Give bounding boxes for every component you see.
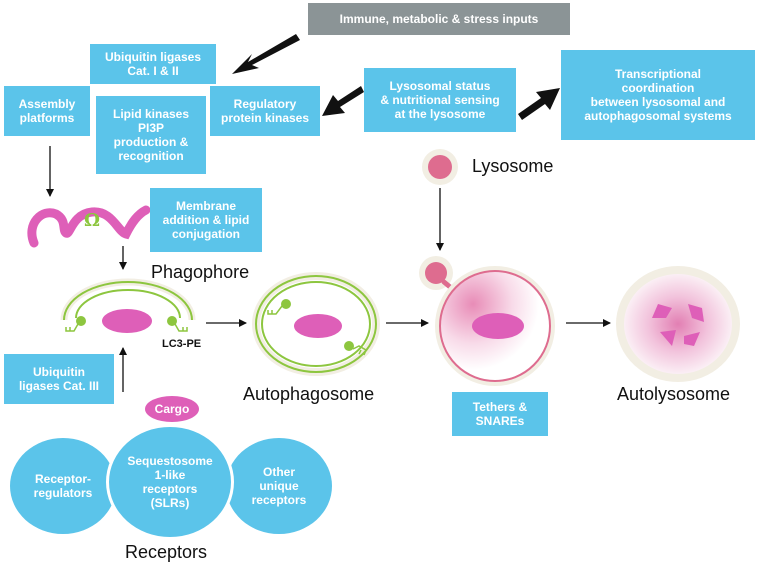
lipid-kinases-box: Lipid kinases PI3P production & recognit… <box>96 96 206 174</box>
inputs-box: Immune, metabolic & stress inputs <box>308 3 570 35</box>
lysosomal-to-transcription-arrow <box>518 88 560 120</box>
sequestosome-receptors-bubble: Sequestosome 1-like receptors (SLRs) <box>106 424 234 540</box>
phagophore <box>60 278 196 333</box>
lysosome-label: Lysosome <box>472 156 554 176</box>
membrane-addition-box: Membrane addition & lipid conjugation <box>150 188 262 252</box>
cargo-badge: Cargo <box>145 396 199 422</box>
receptors-label: Receptors <box>125 542 208 562</box>
fusion-drawing <box>419 256 555 386</box>
lysosomal-to-kinases-arrow <box>322 86 364 116</box>
autolysosome-drawing <box>616 266 740 382</box>
lc3-pe-label: LC3-PE <box>162 338 202 350</box>
tethers-snares-box: Tethers & SNAREs <box>452 392 548 436</box>
phagophore-label: Phagophore <box>151 262 250 282</box>
inputs-arrow <box>232 34 300 74</box>
autophagosome-drawing <box>252 272 380 376</box>
regulatory-kinases-box: Regulatory protein kinases <box>210 86 320 136</box>
ubiquitin-ligases-cat-3-box: Ubiquitin ligases Cat. III <box>4 354 114 404</box>
assembly-platforms-box: Assembly platforms <box>4 86 90 136</box>
ubiquitin-ligases-cat-1-2-box: Ubiquitin ligases Cat. I & II <box>90 44 216 84</box>
autophagosome-label: Autophagosome <box>243 384 375 404</box>
transcriptional-coordination-box: Transcriptional coordination between lys… <box>561 50 755 140</box>
lysosomal-status-box: Lysosomal status & nutritional sensing a… <box>364 68 516 132</box>
lysosome-drawing <box>422 149 458 185</box>
omega-symbol: Ω <box>84 210 101 231</box>
receptor-regulators-bubble: Receptor- regulators <box>10 438 116 534</box>
other-unique-receptors-bubble: Other unique receptors <box>226 438 332 534</box>
autolysosome-label: Autolysosome <box>617 384 731 404</box>
omega-membrane <box>27 205 151 248</box>
